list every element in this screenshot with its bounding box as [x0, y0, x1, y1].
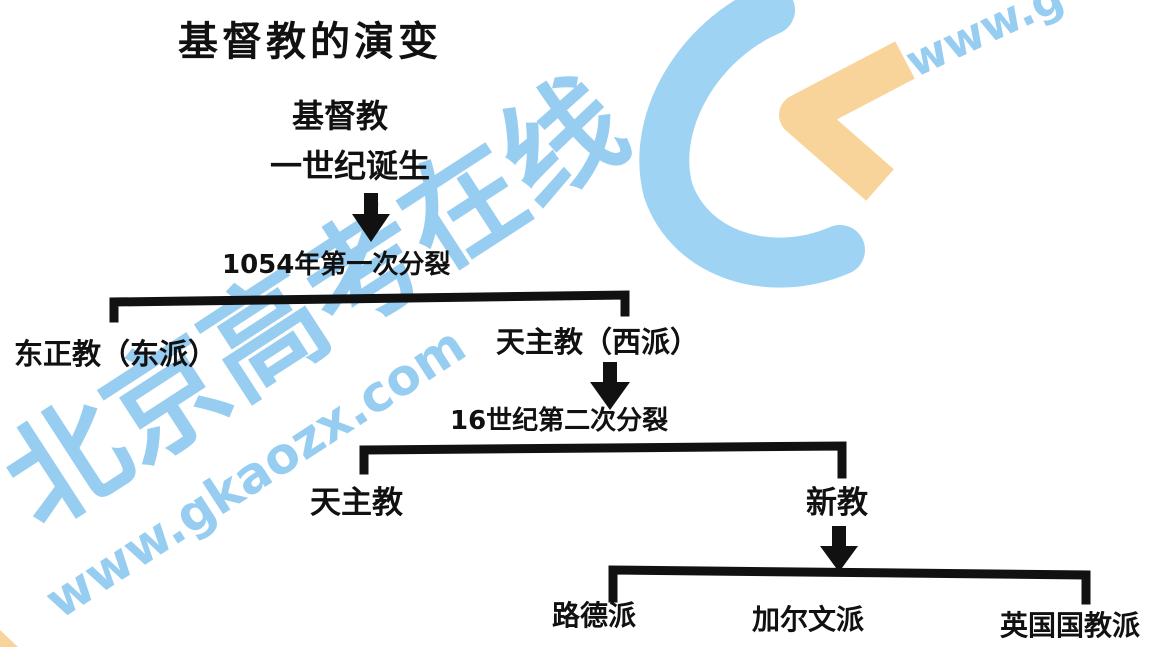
catholic-node: 天主教: [310, 485, 403, 521]
logo-k-chevron: [779, 41, 915, 201]
protestant-node: 新教: [806, 485, 868, 521]
second-split-label: 16世纪第二次分裂: [450, 406, 669, 436]
logo-g-arc: [639, 0, 865, 288]
second-split-bracket: [359, 441, 847, 479]
anglican-node: 英国国教派: [1000, 609, 1141, 642]
eastern-orthodox-node: 东正教（东派）: [14, 337, 218, 371]
first-split-bracket: [109, 290, 630, 323]
first-split-label: 1054年第一次分裂: [222, 250, 451, 280]
western-catholic-node: 天主教（西派）: [496, 325, 700, 359]
corner-orange-mark: [0, 630, 18, 647]
arrow-down-icon: [820, 526, 858, 572]
arrows: [352, 193, 858, 572]
calvinist-node: 加尔文派: [752, 603, 865, 636]
arrow-down-icon: [352, 193, 390, 242]
root-node-origin: 一世纪诞生: [270, 147, 431, 185]
lutheran-node: 路德派: [552, 599, 637, 632]
gk-logo-watermark: [639, 0, 915, 288]
arrow-down-icon: [590, 362, 630, 410]
protestant-split-bracket: [608, 565, 1091, 605]
root-node-name: 基督教: [292, 97, 389, 135]
connectors: [109, 290, 1091, 605]
diagram-title: 基督教的演变: [178, 19, 442, 65]
